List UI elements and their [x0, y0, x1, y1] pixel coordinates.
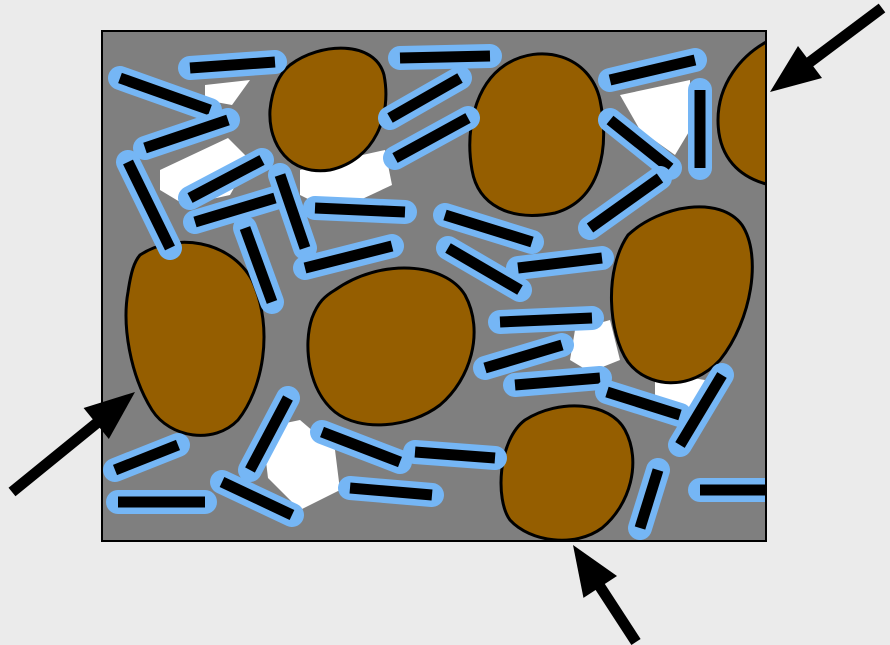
- arrow-shaft: [598, 584, 636, 642]
- fiber-core: [315, 208, 405, 212]
- fiber-core: [400, 56, 490, 58]
- fiber-core: [415, 452, 495, 458]
- fiber-core: [350, 488, 432, 495]
- pointer-arrow: [770, 8, 882, 92]
- coated-fiber: [350, 488, 432, 495]
- coated-fiber: [315, 208, 405, 212]
- arrow-head: [573, 545, 617, 598]
- arrow-shaft: [12, 421, 99, 492]
- coated-fiber: [190, 62, 275, 68]
- coated-fiber: [515, 378, 600, 385]
- arrow-shaft: [807, 8, 882, 64]
- fiber-core: [500, 318, 592, 322]
- coated-fiber: [400, 56, 490, 58]
- fiber-core: [515, 378, 600, 385]
- coated-fiber: [518, 258, 602, 268]
- fiber-core: [190, 62, 275, 68]
- pointer-arrow: [573, 545, 636, 642]
- coated-fiber: [415, 452, 495, 458]
- particle: [470, 54, 604, 216]
- coated-fiber: [500, 318, 592, 322]
